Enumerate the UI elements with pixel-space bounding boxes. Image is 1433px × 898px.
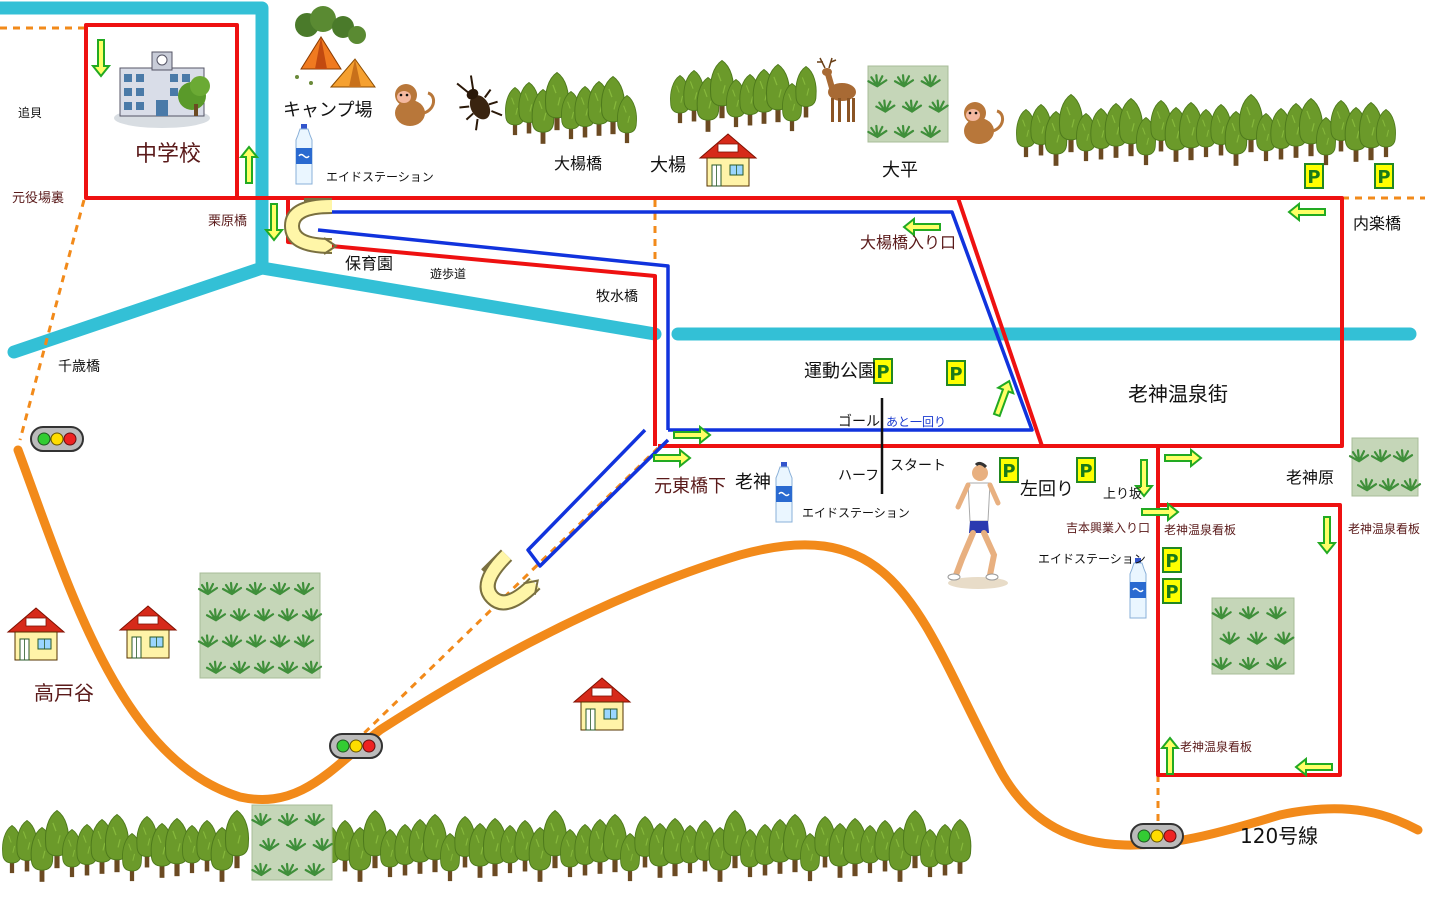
u-turn-icon <box>292 206 543 617</box>
svg-text:P: P <box>1079 461 1092 482</box>
school-building-icon <box>114 51 210 128</box>
label-makimizu-bashi: 牧水橋 <box>596 289 638 305</box>
deer-icon <box>817 57 856 122</box>
label-motohigashi-bashi-shita: 元東橋下 <box>654 476 726 497</box>
monkey-icon <box>395 84 1004 144</box>
label-yuhodo: 遊歩道 <box>430 267 467 281</box>
label-onsen-kanban-3: 老神温泉看板 <box>1180 740 1253 754</box>
label-half: ハーフ <box>838 468 880 484</box>
label-takatoya: 高戸谷 <box>34 681 94 705</box>
label-start: スタート <box>890 458 946 474</box>
svg-text:P: P <box>1002 461 1015 482</box>
label-onsen-kanban-1: 老神温泉看板 <box>1164 523 1237 537</box>
campsite-tents-icon <box>295 6 376 88</box>
label-goal: ゴール <box>838 414 880 430</box>
label-hidari-mawari: 左回り <box>1020 479 1074 500</box>
label-uchiraku-bashi: 内楽橋 <box>1353 214 1402 233</box>
label-yoshimoto-iriguchi: 吉本興業入り口 <box>1066 521 1151 535</box>
label-onsen-kanban-2: 老神温泉看板 <box>1348 522 1421 536</box>
river <box>0 1 1417 359</box>
label-oyagi: 大楊 <box>650 155 686 176</box>
beetle-icon <box>456 75 503 131</box>
label-nobori-zaka: 上り坂 <box>1103 487 1143 502</box>
label-chitose-bashi: 千歳橋 <box>58 359 100 375</box>
grass-field-icon <box>197 65 1422 881</box>
runner-icon <box>947 461 1008 589</box>
svg-text:P: P <box>1377 167 1390 188</box>
label-aid-station-2: エイドステーション <box>802 506 910 520</box>
label-chugakko: 中学校 <box>135 142 202 167</box>
label-oikai: 追貝 <box>18 106 43 120</box>
svg-text:P: P <box>1165 582 1178 603</box>
label-ohira: 大平 <box>882 160 918 181</box>
label-aid-station-3: エイドステーション <box>1038 552 1146 566</box>
svg-text:P: P <box>949 364 962 385</box>
label-oigami-onsengai: 老神温泉街 <box>1128 382 1228 406</box>
highway-120 <box>13 445 1423 850</box>
label-camp: キャンプ場 <box>283 100 373 121</box>
label-kuribara-bashi: 栗原橋 <box>208 214 248 229</box>
svg-text:P: P <box>1165 551 1178 572</box>
label-oigami-hara: 老神原 <box>1286 468 1335 487</box>
forest-icon <box>1 59 1397 883</box>
label-oyagi-bashi: 大楊橋 <box>554 154 603 173</box>
label-oigami: 老神 <box>735 472 771 493</box>
label-oyagi-iriguchi: 大楊橋入り口 <box>860 233 957 252</box>
svg-text:P: P <box>1307 167 1320 188</box>
svg-text:P: P <box>876 362 889 383</box>
label-aid-station-1: エイドステーション <box>326 170 434 184</box>
course-blue <box>317 210 1034 568</box>
label-hoikuen: 保育園 <box>345 254 394 273</box>
label-ato-ichimawari: あと一回り <box>886 415 947 429</box>
label-motoyakuba-ura: 元役場裏 <box>12 191 65 206</box>
label-undo-koen: 運動公園 <box>804 361 876 382</box>
label-route-120: 120号線 <box>1240 824 1319 848</box>
